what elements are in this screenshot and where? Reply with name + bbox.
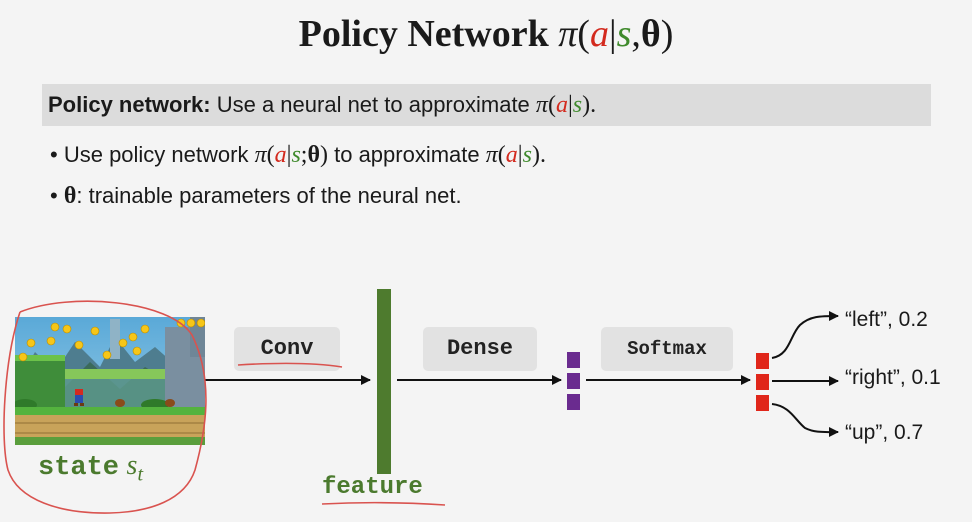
page-title: Policy Network π(a|s,θ) (0, 12, 972, 56)
definition-s: s (572, 92, 583, 118)
definition-a: a (555, 92, 568, 118)
dense-cell (567, 373, 580, 389)
bullet-1-open2: ( (497, 142, 506, 168)
output-up: “up”, 0.7 (845, 421, 924, 444)
feature-vector (377, 289, 391, 474)
state-subscript: t (137, 463, 143, 486)
mario-scene (15, 317, 205, 445)
softmax-cell-up (756, 395, 769, 411)
definition-bold: Policy network: (48, 92, 211, 117)
title-theta: θ (640, 13, 661, 55)
bullet-1-pi2: π (485, 142, 498, 168)
red-annotations (3, 300, 446, 514)
game-state-image (15, 317, 205, 445)
bullet-1-bar: | (286, 142, 292, 168)
definition-open: ( (547, 92, 556, 118)
state-word: state (38, 453, 120, 483)
dense-cell (567, 394, 580, 410)
title-open: ( (577, 13, 590, 55)
bullet-1-a: a (274, 142, 287, 168)
bullet-1-open: ( (266, 142, 275, 168)
dense-cell (567, 352, 580, 368)
state-label: state st (38, 450, 143, 486)
bullet-1-close2: ). (531, 142, 546, 168)
state-circle-annotation (3, 300, 207, 514)
bullet-marker: • (50, 142, 58, 167)
definition-pi: π (535, 92, 548, 118)
title-pi: π (558, 13, 578, 55)
bullet-1-pi: π (254, 142, 267, 168)
title-close: ) (660, 13, 674, 55)
bullet-marker: • (50, 183, 58, 208)
conv-underline-annotation (237, 362, 343, 368)
title-a: a (589, 13, 609, 55)
definition-box: Policy network: Use a neural net to appr… (42, 84, 931, 126)
softmax-cell-right (756, 374, 769, 390)
bullet-2-theta: θ (63, 183, 77, 209)
bullet-1-semi: ; (300, 142, 308, 168)
feature-label: feature (322, 474, 423, 501)
dense-layer-label: Dense (423, 327, 537, 371)
arrow-out-left (771, 311, 839, 359)
definition-close: ). (582, 92, 597, 118)
state-symbol: s (126, 450, 138, 481)
bullet-2-text: : trainable parameters of the neural net… (76, 183, 462, 208)
output-left: “left”, 0.2 (845, 308, 928, 331)
softmax-cell-left (756, 353, 769, 369)
bullet-1-theta: θ (307, 142, 320, 168)
bullet-1-s2: s (522, 142, 532, 168)
bullet-item-2: • θ: trainable parameters of the neural … (50, 183, 462, 210)
bullet-1-close: ) (319, 142, 328, 168)
title-text: Policy Network (298, 13, 549, 55)
feature-underline-annotation (321, 501, 446, 506)
bullet-1-text2: to approximate (334, 142, 480, 167)
softmax-layer-label: Softmax (601, 327, 733, 371)
definition-text: Use a neural net to approximate (216, 92, 530, 117)
bullet-1-text1: Use policy network (63, 142, 249, 167)
arrow-out-up (771, 403, 839, 438)
title-bar: | (608, 13, 617, 55)
bullet-item-1: • Use policy network π(a|s;θ) to approxi… (50, 142, 546, 169)
bullet-1-a2: a (505, 142, 518, 168)
bullet-1-bar2: | (517, 142, 523, 168)
definition-bar-sym: | (567, 92, 573, 118)
output-right: “right”, 0.1 (845, 366, 941, 389)
bullet-1-s: s (291, 142, 301, 168)
title-s: s (616, 13, 632, 55)
title-comma: , (631, 13, 641, 55)
